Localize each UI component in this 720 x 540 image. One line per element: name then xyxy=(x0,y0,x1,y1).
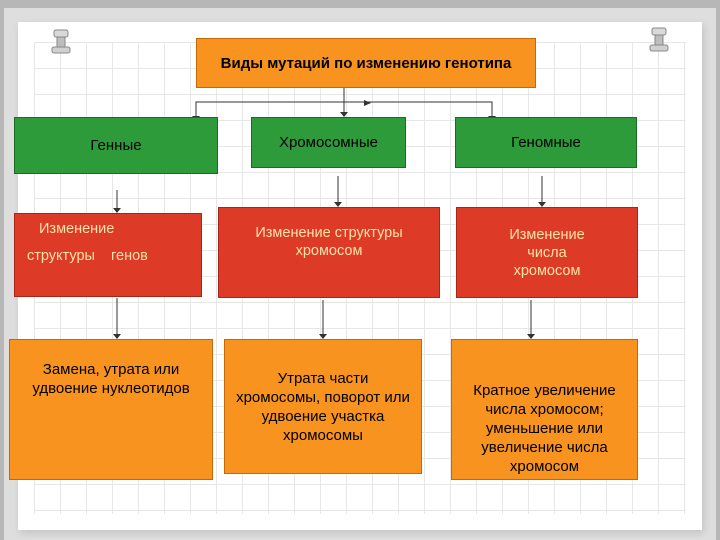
result-genomic-label: Кратное увеличение числа хромосом; умень… xyxy=(473,382,616,475)
change-chromosome-structure-label: Изменение структуры хромосом xyxy=(255,225,403,259)
result-gene-label: Замена, утрата или удвоение нуклеотидов xyxy=(32,361,190,397)
connector-branch xyxy=(195,101,493,116)
change-chromosome-structure: Изменение структуры хромосом xyxy=(218,207,440,298)
change-chromosome-number-label: Изменение числа хромосом xyxy=(509,226,585,279)
category-genomic: Геномные xyxy=(455,117,637,168)
pushpin-left-icon xyxy=(51,29,71,54)
diagram-title: Виды мутаций по изменению генотипа xyxy=(196,38,536,88)
category-genes: Генные xyxy=(14,117,218,174)
category-chromosomal: Хромосомные xyxy=(251,117,406,168)
change-gene-structure: Изменение структуры генов xyxy=(14,213,202,297)
result-chromosomal: Утрата части хромосомы, поворот или удво… xyxy=(224,339,422,474)
pushpin-right-icon xyxy=(649,27,669,52)
result-gene: Замена, утрата или удвоение нуклеотидов xyxy=(9,339,213,480)
result-genomic: Кратное увеличение числа хромосом; умень… xyxy=(451,339,638,480)
result-chromosomal-label: Утрата части хромосомы, поворот или удво… xyxy=(236,369,410,444)
change-chromosome-number: Изменение числа хромосом xyxy=(456,207,638,298)
change-gene-structure-line2: структуры генов xyxy=(27,248,148,264)
change-gene-structure-line1: Изменение xyxy=(39,221,115,237)
